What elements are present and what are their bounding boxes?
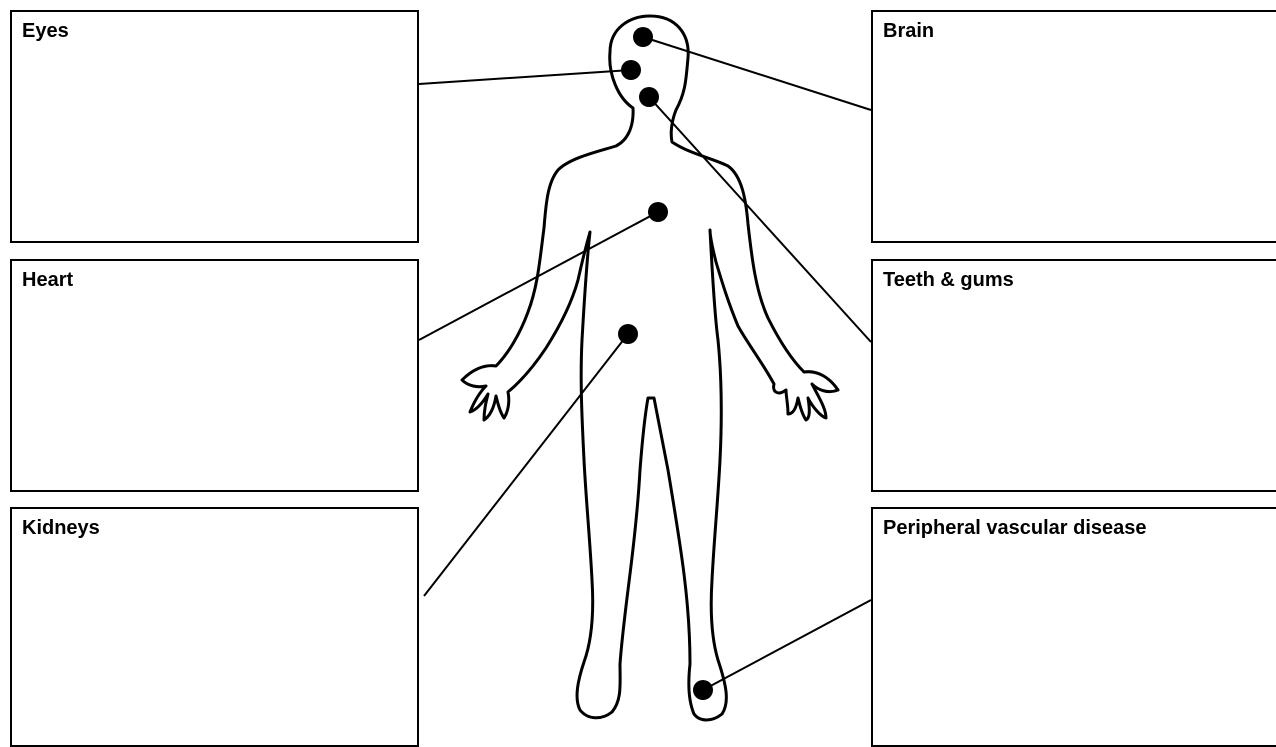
peripheral-vascular-disease-label: Peripheral vascular disease — [883, 517, 1147, 540]
marker-brain — [633, 27, 653, 47]
heart-label: Heart — [22, 269, 73, 292]
marker-pvd — [693, 680, 713, 700]
connector-kidneys — [424, 334, 628, 596]
peripheral-vascular-disease-box[interactable]: Peripheral vascular disease — [871, 507, 1276, 747]
connector-teeth — [649, 97, 871, 342]
eyes-box[interactable]: Eyes — [10, 10, 419, 243]
kidneys-box[interactable]: Kidneys — [10, 507, 419, 747]
marker-teeth — [639, 87, 659, 107]
brain-box[interactable]: Brain — [871, 10, 1276, 243]
connector-heart — [419, 212, 658, 340]
marker-kidneys — [618, 324, 638, 344]
body-outline — [462, 16, 838, 720]
connector-pvd — [703, 600, 871, 690]
teeth-gums-label: Teeth & gums — [883, 269, 1014, 292]
kidneys-label: Kidneys — [22, 517, 100, 540]
marker-eyes — [621, 60, 641, 80]
connector-eyes — [419, 70, 631, 84]
connector-brain — [643, 37, 871, 110]
eyes-label: Eyes — [22, 20, 69, 43]
marker-heart — [648, 202, 668, 222]
heart-box[interactable]: Heart — [10, 259, 419, 492]
brain-label: Brain — [883, 20, 934, 43]
teeth-gums-box[interactable]: Teeth & gums — [871, 259, 1276, 492]
